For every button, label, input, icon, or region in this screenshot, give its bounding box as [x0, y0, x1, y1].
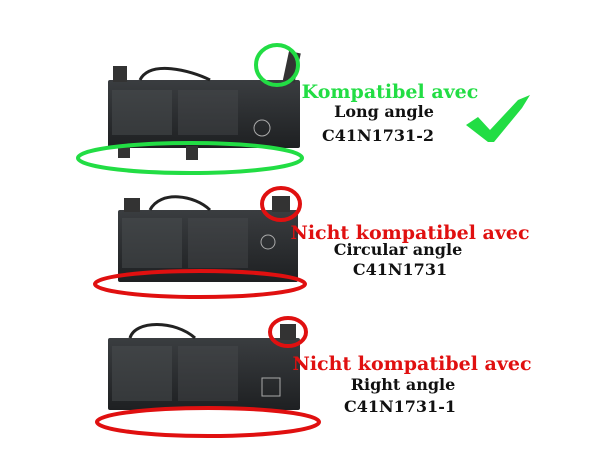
battery-right-angle [108, 323, 300, 410]
angle-label: Long angle [334, 102, 434, 121]
green-ellipse-marker [76, 141, 304, 175]
battery-long-angle [108, 51, 301, 160]
model-label: C41N1731-1 [344, 397, 456, 416]
model-label: C41N1731-2 [322, 126, 434, 145]
red-ellipse-marker [95, 406, 321, 438]
angle-label: Right angle [350, 375, 456, 394]
green-circle-marker [254, 43, 300, 87]
check-icon [466, 95, 530, 142]
red-circle-marker [260, 186, 302, 222]
incompatible-label: Nicht kompatibel avec [290, 222, 530, 244]
red-circle-marker [268, 316, 308, 348]
angle-label: Circular angle [333, 240, 463, 259]
red-ellipse-marker [93, 269, 307, 299]
incompatible-label: Nicht kompatibel avec [292, 353, 532, 375]
model-label: C41N1731 [352, 260, 448, 279]
compatible-label: Kompatibel avec [301, 81, 479, 103]
battery-circular-angle [118, 195, 298, 282]
